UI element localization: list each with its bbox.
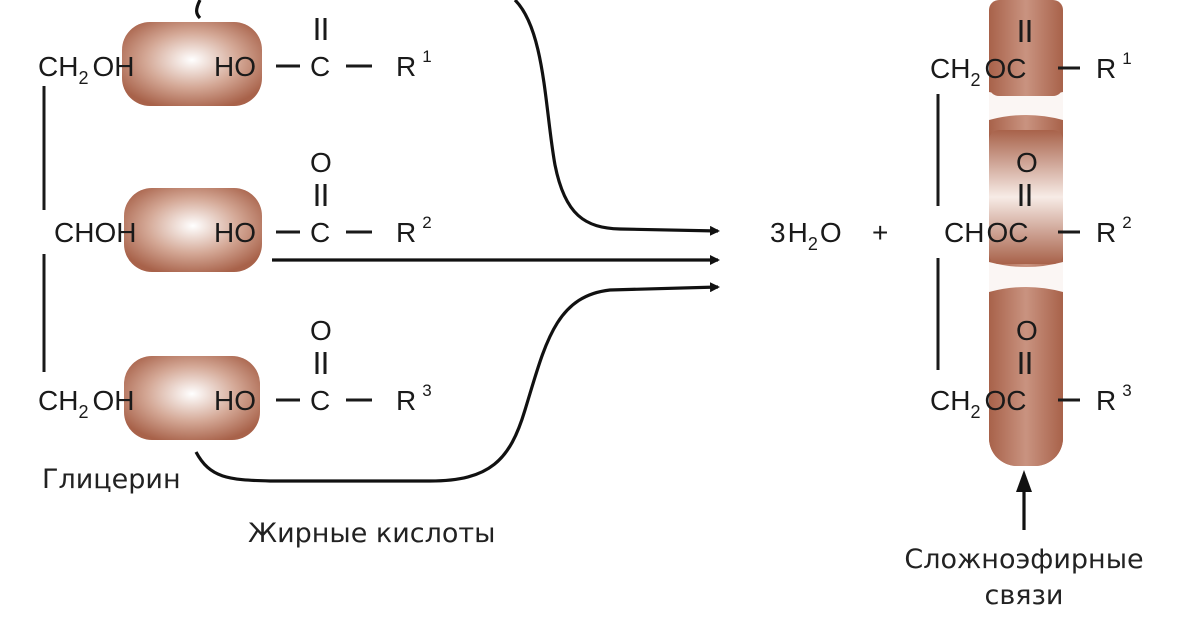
acid-2-carbon: C [310,217,330,248]
glycerol-top-oh: OH [92,51,134,82]
glycerol-top-ch2: CH [38,51,78,82]
ester-middle-r: R [1096,217,1116,248]
water-pill-bottom [124,356,260,440]
glycerol-middle-group: CHOH [54,217,136,248]
ester-bottom-oxygen: O [1016,315,1038,346]
acid-3-r: R [396,385,416,416]
ester-tube-bottom-segment [989,298,1063,466]
water-product: 3H2O [770,217,842,254]
acid-3-oxygen: O [310,315,332,346]
reaction-arrow-top [513,0,720,236]
acid-2-oxygen: O [310,147,332,178]
glycerol-bottom-ch2: CH [38,385,78,416]
ester-caption-line1: Сложноэфирные [904,544,1143,575]
ester-tube-gap-2 [989,262,1063,292]
glycerol-middle-choh: CHOH [54,217,136,248]
fatty-acids-caption: Жирные кислоты [248,518,495,549]
ester-bottom-ch2: CH [930,385,970,416]
ester-middle-r-index: 2 [1122,213,1131,232]
water-subscript: 2 [808,234,818,254]
glycerol-bottom-subscript: 2 [78,402,88,422]
ester-top-ch2: CH [930,53,970,84]
acid-3-r-index: 3 [422,381,431,400]
ester-bottom-subscript: 2 [970,402,980,422]
ester-middle-ch: CH [944,217,984,248]
water-h: H [788,217,808,248]
top-pill-hook [195,0,202,20]
ester-top-r-index: 1 [1122,49,1131,68]
ester-caption-line2: связи [985,580,1064,611]
ester-tube-gap-1 [989,92,1063,120]
glycerol-caption: Глицерин [42,464,181,495]
ester-top-subscript: 2 [970,70,980,90]
water-o: O [820,217,842,248]
ester-middle-oxygen: O [1016,147,1038,178]
ester-top-oc: OC [984,53,1026,84]
acid-1-r: R [396,51,416,82]
ester-tube-middle-segment [989,130,1063,264]
ester-bottom-r: R [1096,385,1116,416]
acid-2-ho: HO [214,217,256,248]
ester-middle-oc: OC [986,217,1028,248]
acid-3-ho: HO [214,385,256,416]
acid-1-ho: HO [214,51,256,82]
water-pill-middle [124,188,262,272]
ester-bottom-r-index: 3 [1122,381,1131,400]
glycerol-top-subscript: 2 [78,68,88,88]
plus-sign: + [872,217,888,248]
ester-tube-top-segment [989,0,1063,96]
acid-2-r-index: 2 [422,213,431,232]
ester-top-r: R [1096,53,1116,84]
water-coefficient: 3 [770,217,786,248]
water-pill-top [122,22,262,106]
ester-bond-tube [989,0,1063,466]
reaction-arrow-bottom [194,282,720,483]
ester-middle-group: CHOC [944,217,1028,248]
glycerol-bottom-oh: OH [92,385,134,416]
ester-bottom-oc: OC [984,385,1026,416]
acid-1-carbon: C [310,51,330,82]
acid-3-carbon: C [310,385,330,416]
acid-2-r: R [396,217,416,248]
ester-pointer-head [1016,470,1032,492]
acid-1-r-index: 1 [422,47,431,66]
